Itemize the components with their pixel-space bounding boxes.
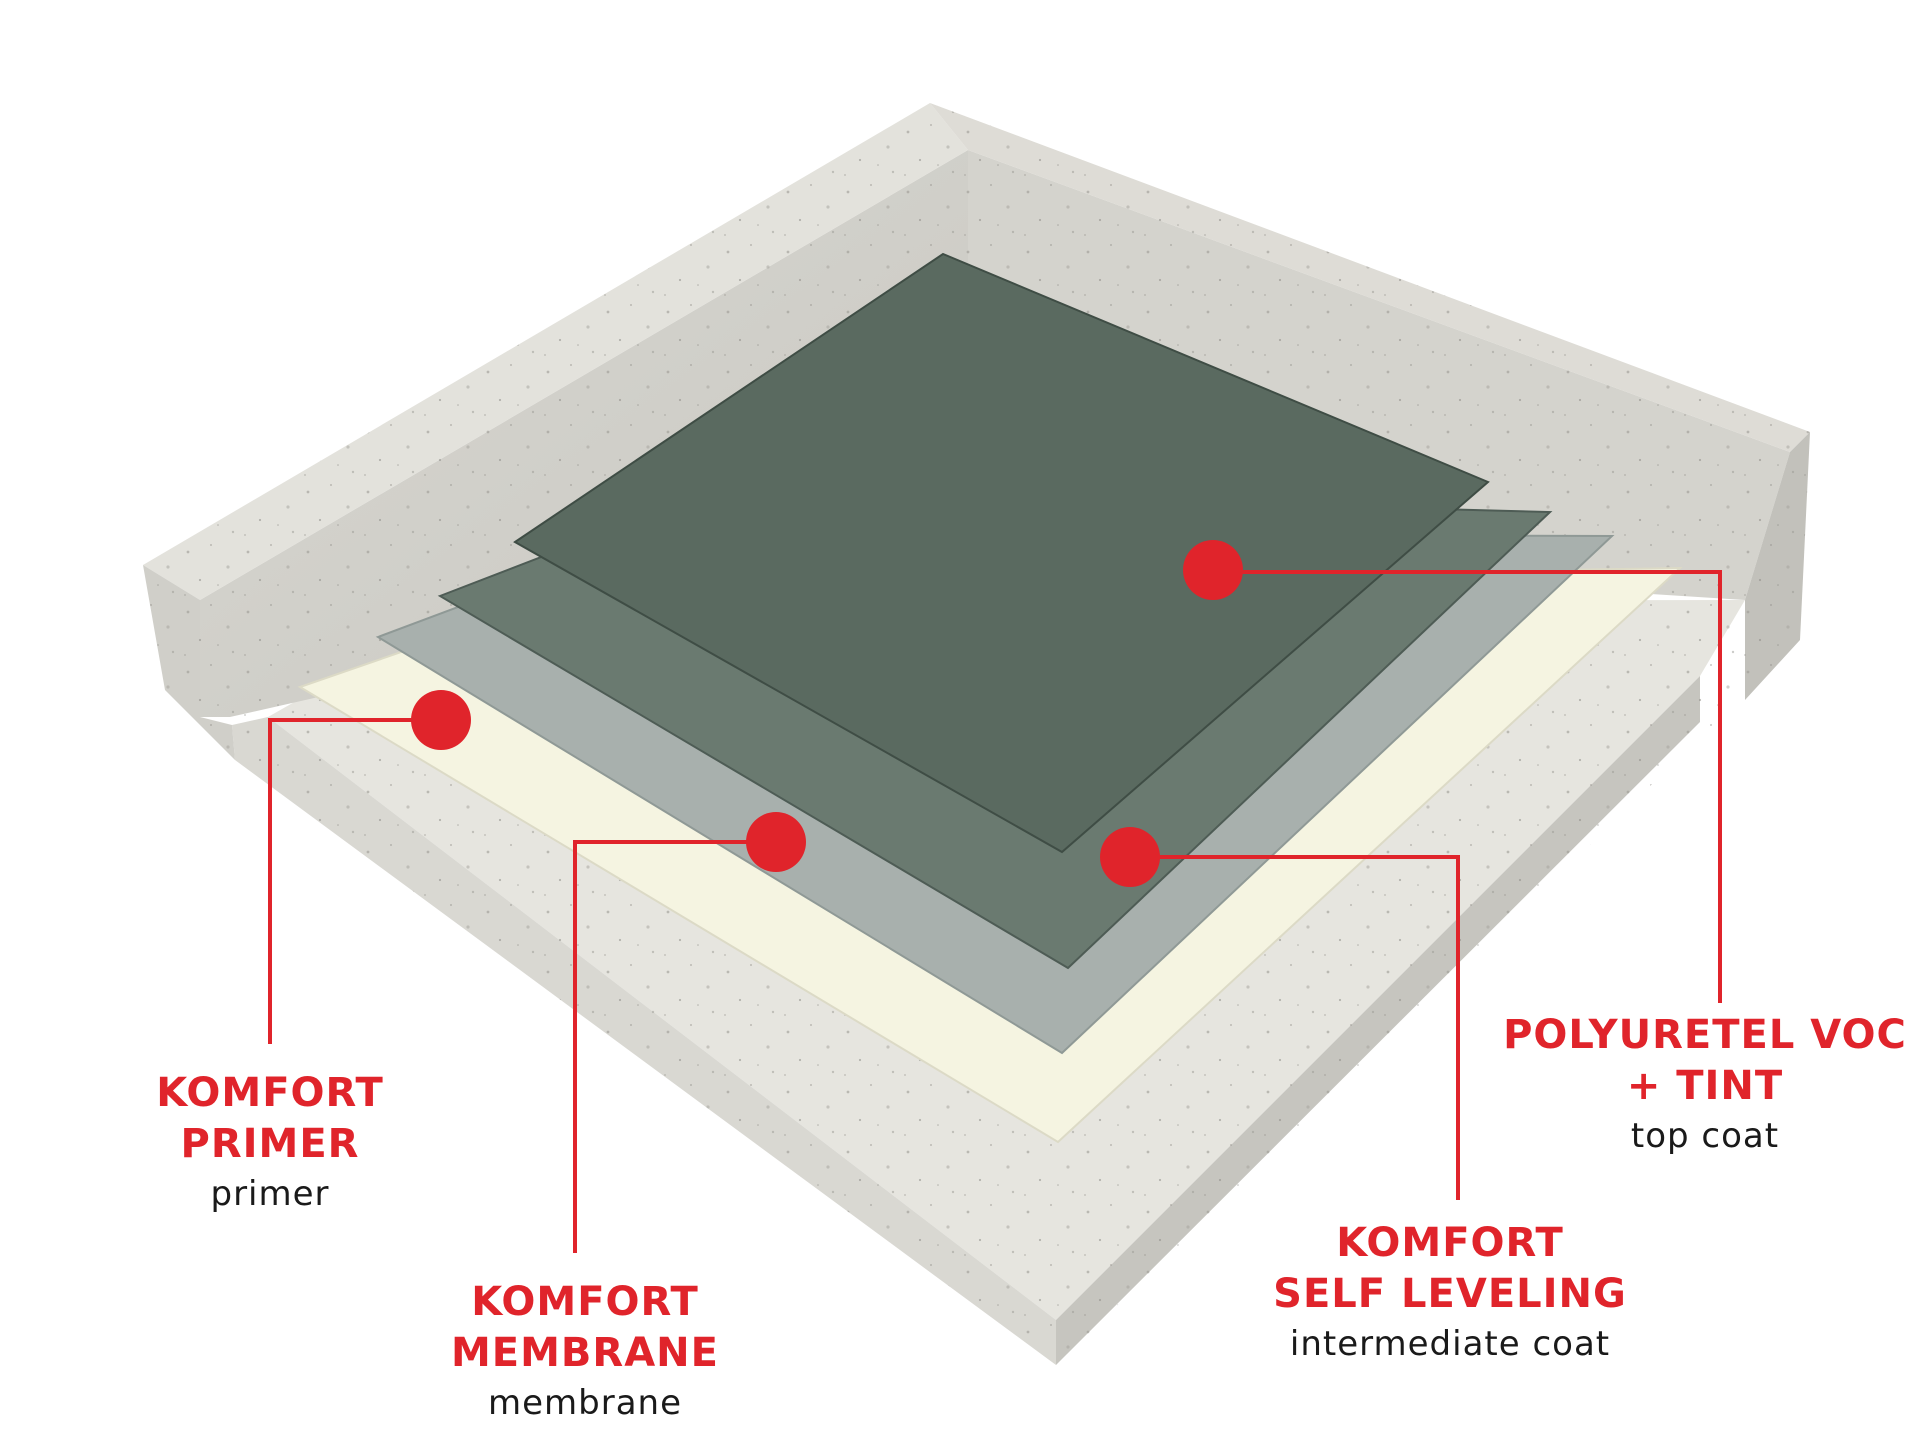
primer-dot bbox=[411, 690, 471, 750]
primer-callout-line bbox=[268, 718, 440, 1044]
coating-layers bbox=[297, 252, 1683, 1144]
membrane-label: KOMFORT MEMBRANE membrane bbox=[430, 1277, 740, 1427]
self-leveling-label-name: KOMFORT SELF LEVELING bbox=[1273, 1220, 1627, 1317]
membrane-callout-line bbox=[573, 840, 775, 1253]
primer-label-name: KOMFORT PRIMER bbox=[156, 1070, 384, 1167]
membrane-dot bbox=[746, 812, 806, 872]
self-leveling-dot bbox=[1100, 827, 1160, 887]
primer-label: KOMFORT PRIMER primer bbox=[130, 1068, 410, 1218]
top-coat-callout-line bbox=[1213, 570, 1722, 1003]
callout-dots bbox=[411, 540, 1243, 887]
top-coat-label-role: top coat bbox=[1630, 1116, 1780, 1156]
primer-label-role: primer bbox=[210, 1174, 330, 1214]
callout-lines bbox=[268, 570, 1722, 1253]
membrane-label-role: membrane bbox=[487, 1383, 683, 1423]
top-coat-label: POLYURETEL VOC + TINT top coat bbox=[1500, 1010, 1910, 1160]
self-leveling-label: KOMFORT SELF LEVELING intermediate coat bbox=[1270, 1218, 1630, 1368]
top-coat-layer bbox=[513, 252, 1490, 854]
membrane-label-name: KOMFORT MEMBRANE bbox=[451, 1279, 719, 1376]
top-coat-label-name: POLYURETEL VOC + TINT bbox=[1503, 1012, 1907, 1109]
top-coat-dot bbox=[1183, 540, 1243, 600]
self-leveling-label-role: intermediate coat bbox=[1289, 1324, 1611, 1364]
self-leveling-callout-line bbox=[1130, 855, 1460, 1200]
